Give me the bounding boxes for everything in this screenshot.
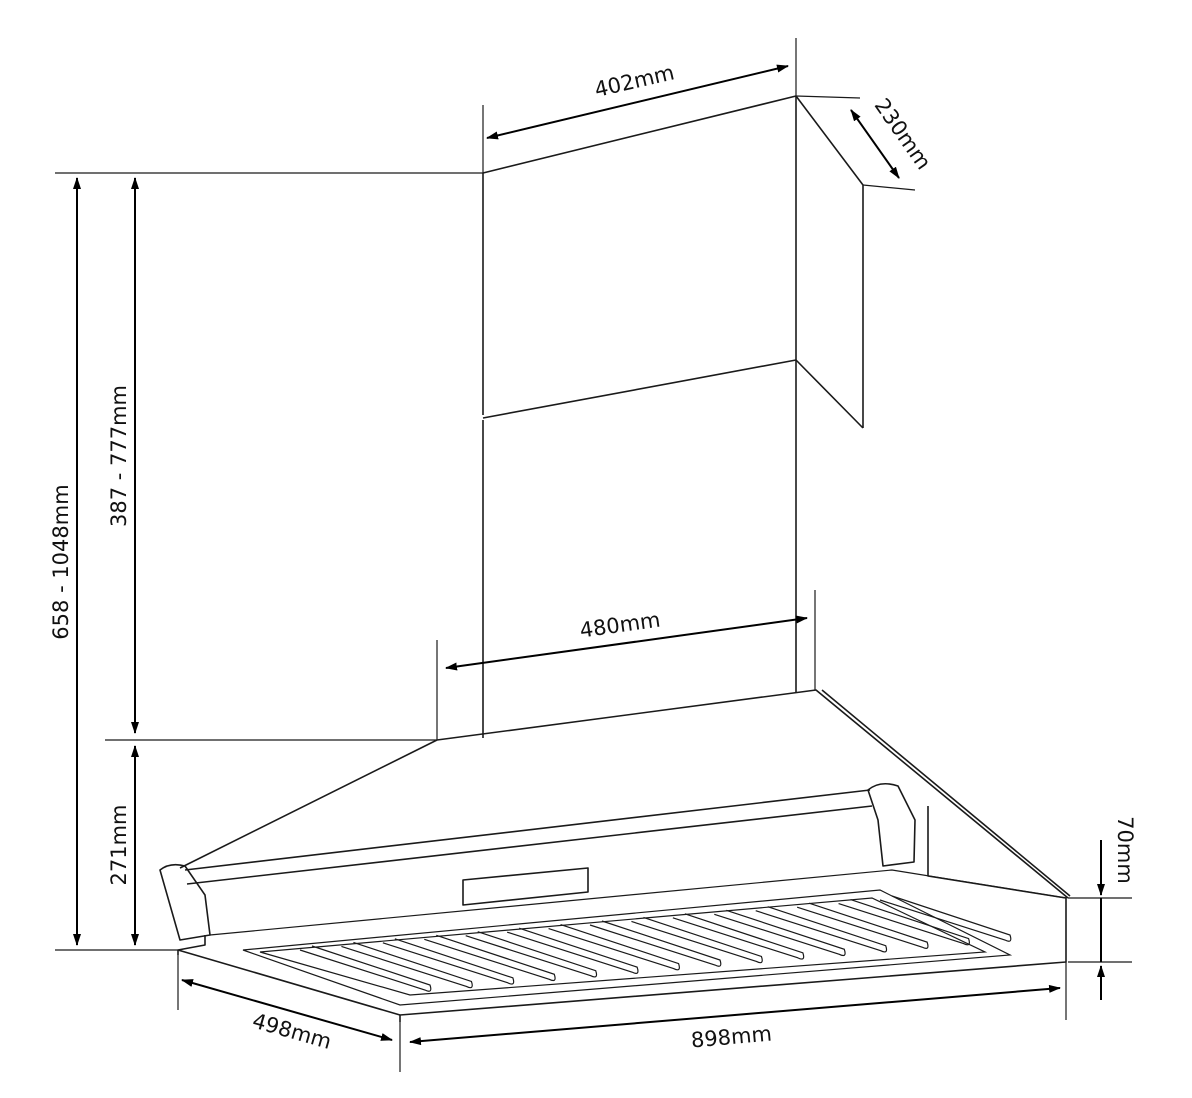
label-depth: 498mm xyxy=(250,1009,334,1054)
baffle-slat xyxy=(838,899,970,946)
label-total-height: 658 - 1048mm xyxy=(49,484,73,639)
label-chimney-depth: 230mm xyxy=(870,94,936,174)
baffle-slat xyxy=(796,902,929,949)
baffle-slat xyxy=(672,913,805,960)
baffle-slat xyxy=(424,934,556,982)
label-width: 898mm xyxy=(690,1022,773,1053)
baffle-slat xyxy=(548,924,680,971)
chimney xyxy=(482,95,864,738)
baffle-slat xyxy=(506,927,639,974)
baffle-slat xyxy=(755,906,888,953)
baffle-slat xyxy=(465,931,598,978)
baffle-slat xyxy=(879,895,1012,942)
baffle-slat xyxy=(714,909,846,957)
label-hood-top-width: 480mm xyxy=(578,608,662,643)
label-canopy-height: 271mm xyxy=(107,805,131,886)
baffle-slat xyxy=(631,916,763,964)
baffle-slat xyxy=(589,920,722,967)
extension-lines xyxy=(55,38,1132,1072)
dimension-arrows xyxy=(73,64,1105,1046)
label-front-panel-height: 70mm xyxy=(1113,816,1137,884)
baffle-slat xyxy=(382,938,515,985)
control-panel-display xyxy=(462,867,589,906)
handle-bracket-right xyxy=(867,782,916,867)
label-chimney-height: 387 - 777mm xyxy=(107,385,131,527)
handle-bracket-left xyxy=(159,863,211,941)
